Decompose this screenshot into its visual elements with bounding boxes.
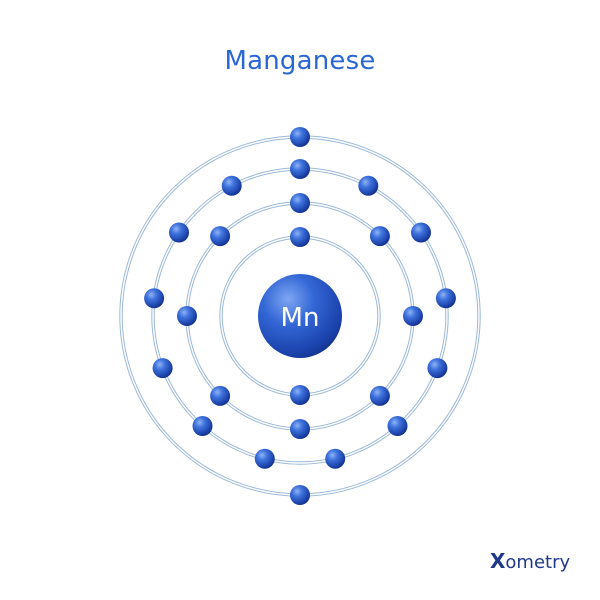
electron-shell-2	[290, 419, 310, 439]
electron-shell-2	[210, 385, 231, 406]
nucleus-sphere	[258, 274, 342, 358]
electron-shell-3	[290, 159, 310, 179]
electron-shell-3	[325, 448, 346, 469]
electrons	[144, 127, 456, 505]
nucleus-symbol: Mn	[281, 303, 320, 333]
electron-shell-3	[144, 288, 165, 309]
electron-shell-2	[177, 306, 197, 326]
electron-shell-2	[290, 193, 310, 213]
electron-shell-3	[387, 416, 408, 436]
electron-shell-2	[403, 306, 423, 326]
electron-shell-3	[427, 358, 448, 379]
electron-shell-3	[169, 222, 189, 243]
electron-shell-2	[369, 385, 390, 406]
electron-shell-2	[369, 226, 390, 247]
electron-shell-3	[192, 416, 213, 436]
electron-shell-1	[290, 385, 310, 405]
element-title: Manganese	[224, 46, 376, 76]
electron-shell-3	[221, 175, 242, 196]
electron-shell-4	[290, 127, 310, 147]
electron-shell-3	[358, 175, 379, 196]
electron-shell-3	[152, 358, 173, 379]
brand-logo-mark: X	[490, 549, 506, 573]
electron-shell-2	[210, 226, 231, 247]
brand-logo-text: ometry	[505, 552, 571, 573]
electron-shell-3	[435, 288, 456, 309]
electron-shell-4	[290, 485, 310, 505]
electron-shell-1	[290, 227, 310, 247]
nucleus: Mn	[258, 274, 342, 358]
electron-shell-3	[411, 222, 431, 243]
electron-shell-3	[254, 448, 275, 469]
